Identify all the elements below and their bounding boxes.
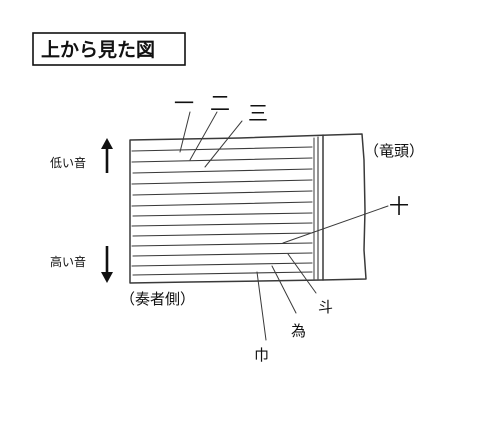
string-line (131, 157, 313, 163)
string-line (131, 262, 313, 267)
koto-strings (131, 146, 313, 276)
koto-body (129, 133, 367, 284)
leader-line-ju (282, 205, 389, 244)
string-label-to: 斗 (318, 298, 333, 316)
string-line (132, 252, 313, 257)
string-line (131, 222, 313, 227)
leader-line-kin (256, 271, 267, 341)
string-line (131, 146, 313, 152)
string-label-i: 為 (291, 322, 306, 340)
string-label-kin: 巾 (254, 346, 269, 364)
string-line (132, 271, 313, 276)
arrow-down-icon (101, 246, 113, 283)
title-box (32, 32, 186, 66)
leader-line-san (204, 120, 243, 168)
leader-line-i (271, 265, 297, 314)
leader-line-to (287, 253, 317, 294)
string-label-san: 三 (248, 101, 268, 125)
string-label-ni: 二 (210, 91, 230, 115)
string-label-ju: 十 (389, 194, 409, 218)
string-line (131, 179, 313, 185)
low-sound-label: 低い音 (50, 155, 86, 170)
ryuto-label: （竜頭） (364, 142, 424, 160)
string-line (132, 232, 313, 237)
diagram-title: 上から見た図 (41, 39, 155, 61)
string-line (131, 242, 313, 247)
leader-line-ni (189, 111, 218, 161)
arrow-up-icon (101, 138, 113, 173)
string-line (132, 190, 313, 196)
leader-lines (179, 111, 389, 341)
leader-line-ichi (179, 111, 191, 153)
string-line (132, 168, 313, 174)
string-line (131, 201, 313, 207)
string-label-ichi: 一 (174, 91, 194, 115)
string-line (132, 212, 313, 217)
player-side-label: （奏者側） (120, 290, 195, 308)
high-sound-label: 高い音 (50, 254, 86, 269)
